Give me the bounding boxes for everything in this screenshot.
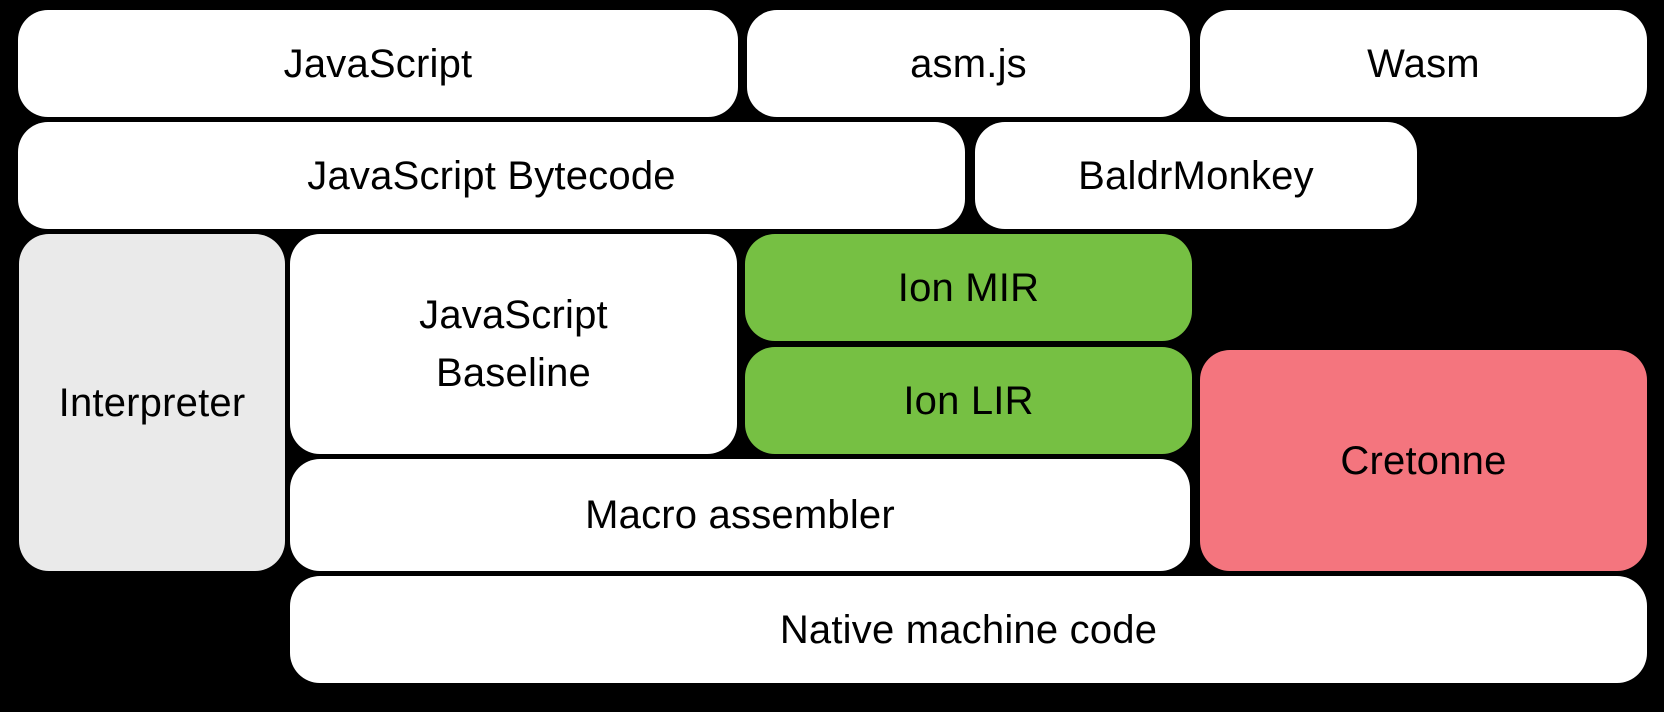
box-asmjs-label: asm.js (910, 41, 1027, 86)
box-wasm: Wasm (1200, 10, 1647, 117)
box-native-machine-code-label: Native machine code (779, 607, 1158, 652)
box-interpreter-label: Interpreter (58, 380, 246, 425)
box-baldrmonkey: BaldrMonkey (975, 122, 1417, 229)
box-javascript: JavaScript (18, 10, 738, 117)
box-ion-lir: Ion LIR (745, 347, 1192, 454)
box-javascript-baseline-label: JavaScript Baseline (419, 293, 608, 395)
box-wasm-label: Wasm (1367, 41, 1480, 86)
box-macro-assembler-label: Macro assembler (585, 493, 895, 537)
box-javascript-baseline: JavaScript Baseline (290, 234, 737, 454)
box-macro-assembler: Macro assembler (290, 459, 1190, 571)
box-javascript-bytecode: JavaScript Bytecode (18, 122, 965, 229)
box-asmjs: asm.js (747, 10, 1190, 117)
box-native-machine-code: Native machine code (290, 576, 1647, 683)
box-cretonne-label: Cretonne (1340, 438, 1507, 483)
box-cretonne: Cretonne (1200, 350, 1647, 571)
box-javascript-bytecode-label: JavaScript Bytecode (307, 153, 676, 198)
box-ion-lir-label: Ion LIR (903, 378, 1034, 423)
box-ion-mir-label: Ion MIR (897, 265, 1040, 310)
box-ion-mir: Ion MIR (745, 234, 1192, 341)
box-interpreter: Interpreter (19, 234, 285, 571)
box-javascript-label: JavaScript (283, 41, 473, 86)
box-baldrmonkey-label: BaldrMonkey (1078, 153, 1314, 198)
